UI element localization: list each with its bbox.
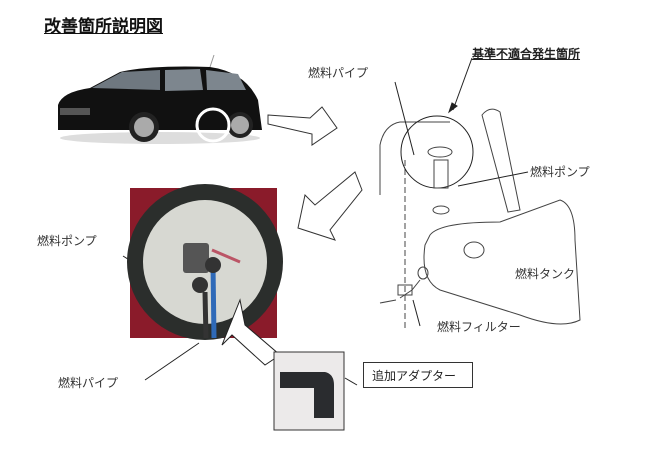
fuel-pipe-label-top: 燃料パイプ (308, 66, 369, 80)
fuel-system-drawing (379, 108, 581, 330)
fuel-pump-photo (127, 184, 283, 366)
arrow-up-left-icon (221, 298, 281, 366)
page-title: 改善箇所説明図 (44, 17, 163, 37)
fuel-pump-label-left: 燃料ポンプ (37, 234, 97, 248)
leader-lines (122, 57, 529, 386)
fuel-pipe-label-bottom: 燃料パイプ (58, 376, 119, 390)
nonconformity-location-label: 基準不適合発生箇所 (472, 47, 581, 61)
adapter-photo (273, 351, 345, 431)
fuel-tank-label: 燃料タンク (515, 267, 576, 281)
fuel-filter-label: 燃料フィルター (437, 320, 521, 334)
fuel-pump-label-right: 燃料ポンプ (530, 165, 590, 179)
car-image (58, 54, 262, 144)
arrow-down-left-icon (297, 171, 363, 241)
additional-adapter-label: 追加アダプター (363, 362, 473, 388)
arrow-right-icon (267, 106, 338, 146)
highlight-circle (195, 107, 231, 143)
